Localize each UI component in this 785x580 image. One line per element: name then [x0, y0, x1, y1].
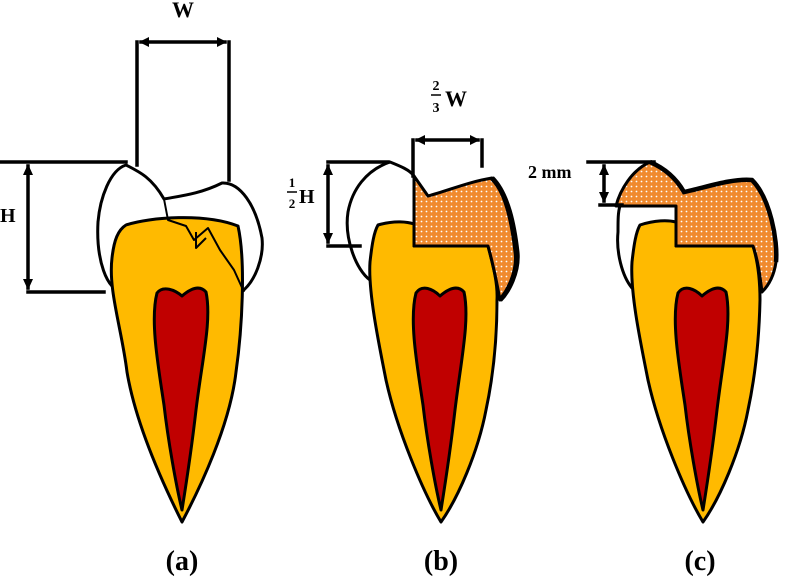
pulp-a: [152, 286, 210, 512]
h-fraction-denominator-b: 2: [289, 196, 296, 211]
w-label-a: W: [172, 0, 194, 22]
panel-c: 2 mm (c): [528, 159, 779, 577]
pulp-b: [411, 286, 468, 512]
h-arrow-top-b: [323, 164, 333, 175]
restoration-margin-c: [649, 159, 779, 263]
w-arrow-right-b: [470, 135, 480, 145]
w-fraction-variable-b: W: [445, 86, 467, 111]
panel-b: 2 3 W 1 2 H (b): [287, 79, 520, 577]
depth-label-c: 2 mm: [528, 162, 572, 182]
pulp-c: [673, 286, 730, 512]
h-fraction-numerator-b: 1: [289, 175, 296, 190]
h-arrow-bottom-b: [323, 233, 333, 244]
w-fraction-denominator-b: 3: [433, 101, 440, 116]
h-arrow-top-a: [23, 164, 33, 175]
panel-label-b: (b): [424, 546, 458, 577]
panel-label-a: (a): [166, 546, 199, 577]
depth-arrow-top-c: [599, 164, 609, 175]
restoration-margin-b: [490, 176, 520, 302]
crack-line-a2: [195, 232, 207, 249]
h-label-a: H: [0, 205, 16, 227]
panel-label-c: (c): [684, 546, 715, 577]
w-arrow-right-a: [217, 37, 227, 47]
panel-a: W H (a): [0, 0, 264, 577]
h-fraction-variable-b: H: [299, 186, 315, 208]
depth-arrow-bottom-c: [599, 192, 609, 203]
w-arrow-left-a: [139, 37, 149, 47]
w-arrow-left-b: [415, 135, 425, 145]
w-fraction-numerator-b: 2: [433, 79, 440, 94]
h-arrow-bottom-a: [23, 279, 33, 290]
crack-line-a: [163, 198, 245, 293]
